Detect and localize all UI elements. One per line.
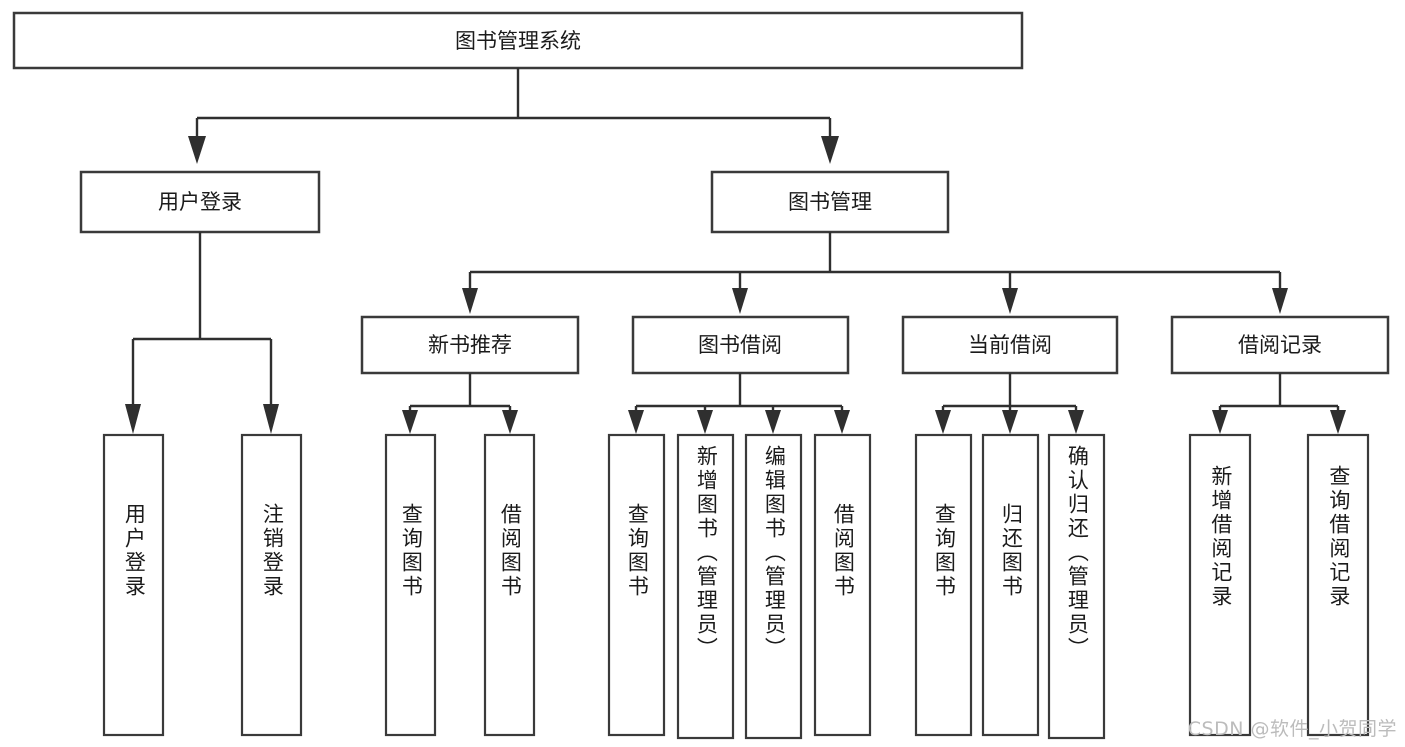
node-root-box[interactable] <box>12 11 1024 70</box>
leaf-box-br-query-record[interactable] <box>1306 433 1370 737</box>
leaf-box-br-add-record[interactable] <box>1188 433 1252 737</box>
leaf-box-cb-query-book[interactable] <box>914 433 973 737</box>
arrow-to-leaf-bb-3 <box>765 410 781 434</box>
watermark-text: CSDN @软件_小贺同学 <box>1187 718 1397 740</box>
arrow-to-book-borrow <box>732 288 748 314</box>
node-book-manage-box[interactable] <box>710 170 950 234</box>
arrow-to-new-book-recommend <box>462 288 478 314</box>
arrow-to-leaf-br-2 <box>1330 410 1346 434</box>
leaf-box-nbr-borrow-book[interactable] <box>483 433 536 737</box>
arrow-to-borrow-record <box>1272 288 1288 314</box>
node-book-borrow-label: 图书借阅 <box>698 333 782 357</box>
arrow-to-leaf-nbr-1 <box>402 410 418 434</box>
arrow-to-current-borrow <box>1002 288 1018 314</box>
leaf-box-logout[interactable] <box>240 433 303 737</box>
leaf-box-nbr-query-book[interactable] <box>384 433 437 737</box>
leaf-box-bb-query-book[interactable] <box>607 433 666 737</box>
leaf-box-user-login[interactable] <box>102 433 165 737</box>
leaf-box-cb-return-book[interactable] <box>981 433 1040 737</box>
arrow-to-leaf-bb-2 <box>697 410 713 434</box>
node-user-login-label: 用户登录 <box>158 190 242 214</box>
node-new-book-recommend-box[interactable] <box>360 315 580 375</box>
leaf-box-bb-borrow-book[interactable] <box>813 433 872 737</box>
arrow-to-leaf-nbr-2 <box>502 410 518 434</box>
arrow-to-leaf-cb-2 <box>1002 410 1018 434</box>
arrow-to-leaf-bb-1 <box>628 410 644 434</box>
leaf-box-bb-edit-book[interactable] <box>744 433 803 740</box>
arrow-to-leaf-br-1 <box>1212 410 1228 434</box>
arrow-to-leaf-user-login <box>125 404 141 434</box>
arrow-to-leaf-cb-3 <box>1068 410 1084 434</box>
node-current-borrow-label: 当前借阅 <box>968 333 1052 357</box>
arrow-to-book-manage <box>821 136 839 164</box>
node-root-label: 图书管理系统 <box>455 29 581 53</box>
node-borrow-record-box[interactable] <box>1170 315 1390 375</box>
arrow-to-leaf-logout <box>263 404 279 434</box>
node-new-book-recommend-label: 新书推荐 <box>428 333 512 357</box>
leaf-box-cb-confirm-return[interactable] <box>1047 433 1106 740</box>
node-book-borrow-box[interactable] <box>631 315 850 375</box>
arrow-to-leaf-bb-4 <box>834 410 850 434</box>
arrow-to-leaf-cb-1 <box>935 410 951 434</box>
node-current-borrow-box[interactable] <box>901 315 1119 375</box>
arrow-to-user-login <box>188 136 206 164</box>
leaf-box-bb-add-book[interactable] <box>676 433 735 740</box>
node-book-manage-label: 图书管理 <box>788 190 872 214</box>
node-borrow-record-label: 借阅记录 <box>1238 333 1322 357</box>
